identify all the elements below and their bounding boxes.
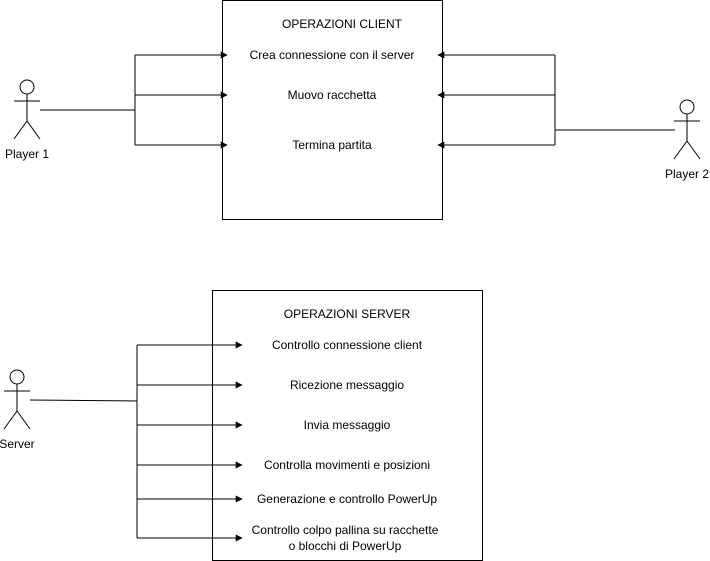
server-box-title: OPERAZIONI SERVER bbox=[284, 307, 411, 321]
client-op-move-paddle: Muovo racchetta bbox=[288, 88, 377, 102]
server-op-receive-message: Ricezione messaggio bbox=[290, 378, 404, 392]
actor-player-1: Player 1 bbox=[5, 79, 49, 161]
server-operations-box: OPERAZIONI SERVER Controllo connessione … bbox=[212, 290, 483, 561]
client-box-title: OPERAZIONI CLIENT bbox=[282, 17, 403, 31]
server-op-send-message: Invia messaggio bbox=[304, 418, 391, 432]
client-op-end-game: Termina partita bbox=[292, 138, 372, 152]
server-op-ball-hit-line-2: o blocchi di PowerUp bbox=[289, 539, 402, 553]
stick-figure-icon bbox=[13, 79, 41, 140]
server-op-check-connection: Controllo connessione client bbox=[272, 338, 423, 352]
player-1-connectors bbox=[40, 51, 228, 149]
actor-server-label: Server bbox=[0, 437, 35, 451]
stick-figure-icon bbox=[3, 369, 31, 430]
client-op-connect: Crea connessione con il server bbox=[250, 48, 415, 62]
server-connectors bbox=[29, 341, 243, 542]
actor-server: Server bbox=[0, 369, 35, 451]
client-operations-box: OPERAZIONI CLIENT Crea connessione con i… bbox=[222, 0, 443, 220]
server-op-ball-hit-line-1: Controllo colpo pallina su racchette bbox=[252, 523, 439, 537]
actor-player-2-label: Player 2 bbox=[665, 167, 709, 181]
server-op-powerup: Generazione e controllo PowerUp bbox=[257, 492, 437, 506]
server-op-check-movements: Controlla movimenti e posizioni bbox=[264, 458, 430, 472]
actor-player-2: Player 2 bbox=[665, 99, 709, 181]
stick-figure-icon bbox=[673, 99, 701, 160]
actor-player-1-label: Player 1 bbox=[5, 147, 49, 161]
player-2-connectors bbox=[437, 51, 675, 149]
